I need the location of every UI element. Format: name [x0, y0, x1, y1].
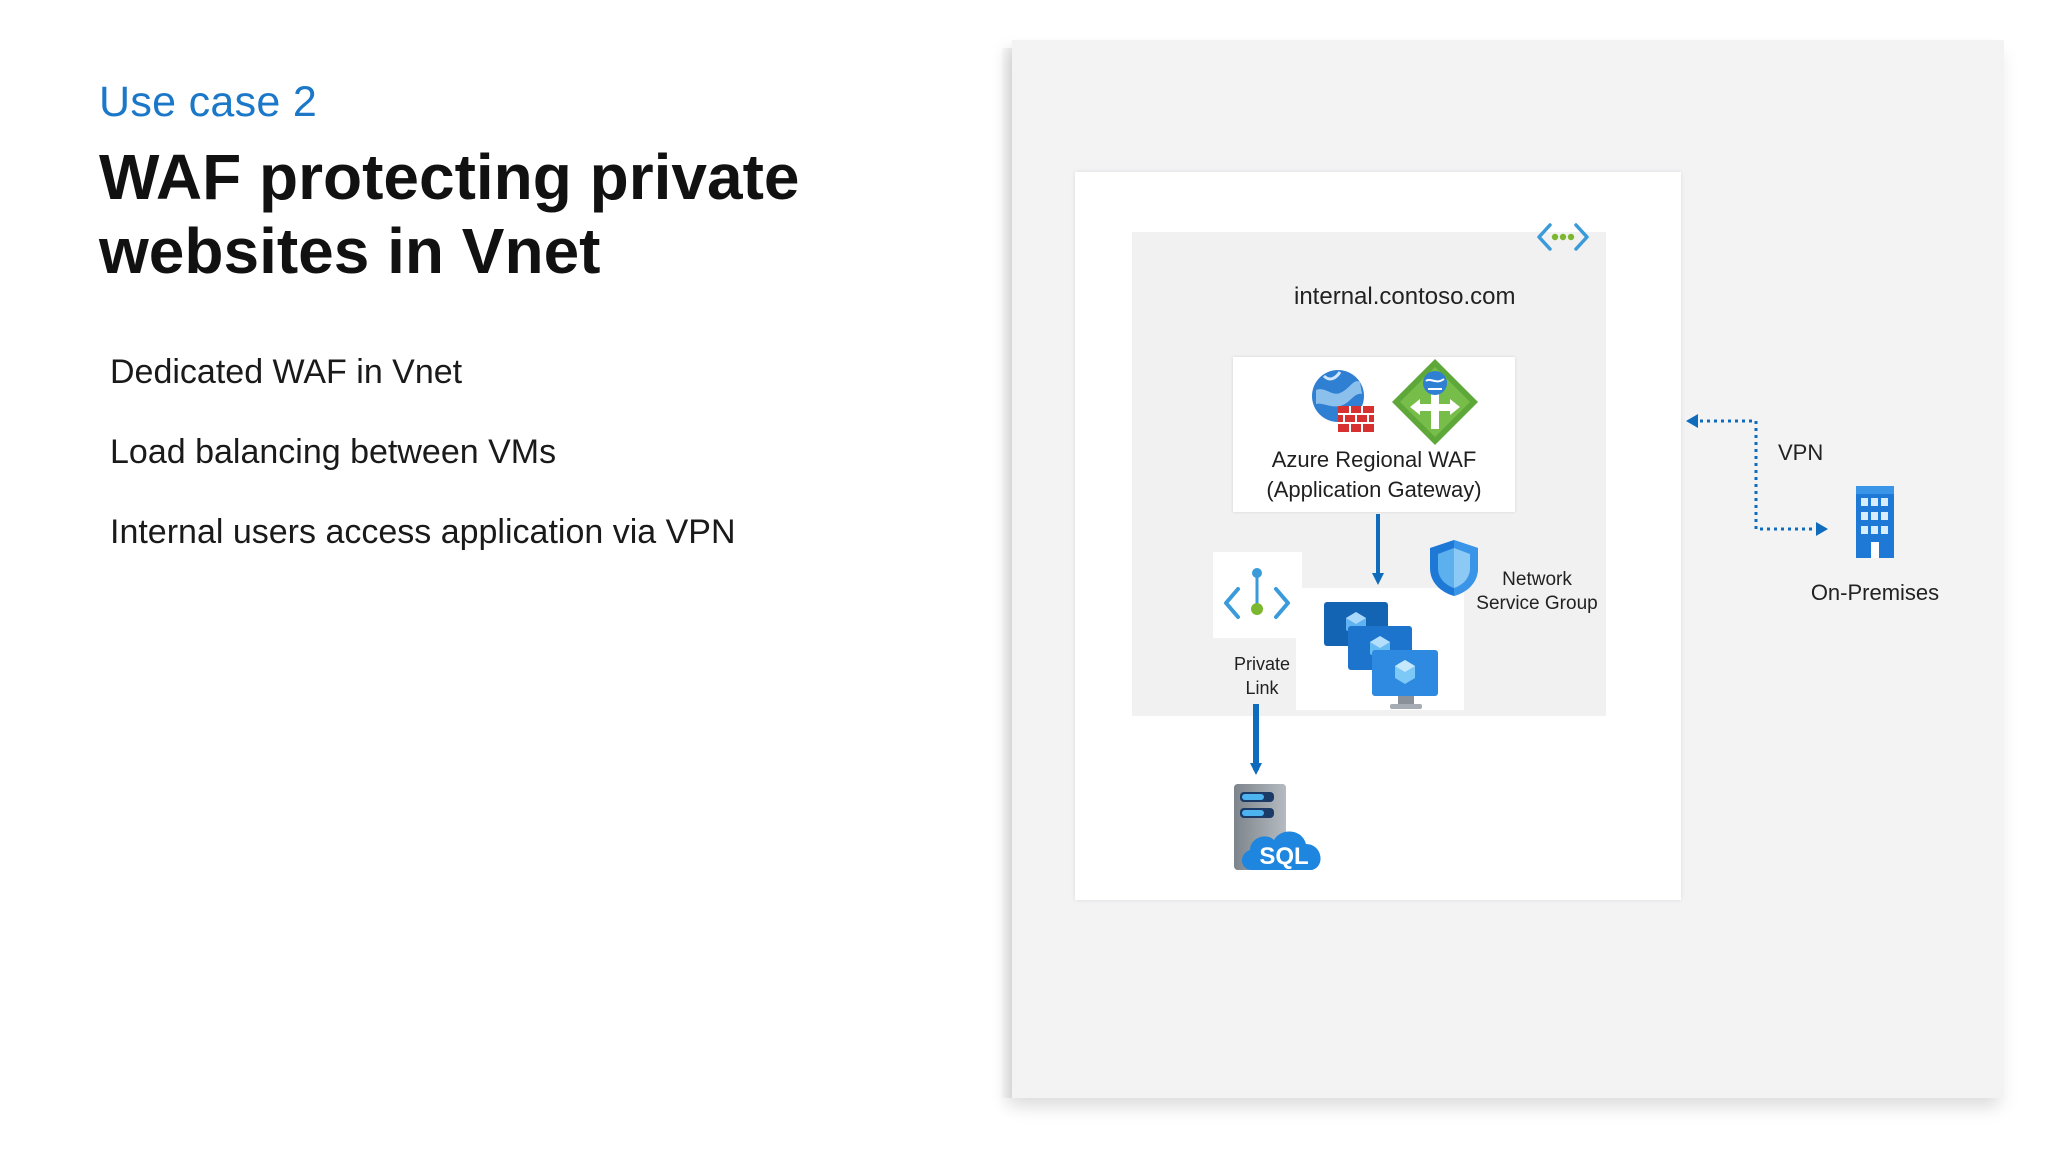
sql-text: SQL	[1259, 843, 1308, 870]
vpn-label: VPN	[1778, 440, 1824, 465]
sql-database-icon: SQL	[1234, 784, 1321, 870]
waf-label: Azure Regional WAF (Application Gateway)	[1233, 445, 1515, 505]
private-link-label: Private Link	[1212, 652, 1312, 700]
nsg-label-line1: Network	[1502, 569, 1572, 590]
nsg-label: Network Service Group	[1470, 568, 1604, 616]
use-case-label: Use case 2	[99, 78, 318, 126]
on-premises-label: On-Premises	[1810, 580, 1940, 605]
vnet-icon	[1537, 223, 1589, 251]
building-icon	[1856, 486, 1894, 558]
bullet-item: Load balancing between VMs	[110, 433, 557, 471]
bullet-item: Internal users access application via VP…	[110, 513, 736, 551]
slide-title: WAF protecting private websites in Vnet	[99, 141, 800, 287]
virtual-machines-icon	[1324, 602, 1438, 709]
web-firewall-icon	[1312, 370, 1374, 432]
waf-label-line2: (Application Gateway)	[1266, 477, 1482, 502]
nsg-label-line2: Service Group	[1476, 593, 1598, 614]
vnet-name-label: internal.contoso.com	[1294, 283, 1516, 310]
private-link-label-line2: Link	[1245, 678, 1279, 698]
private-link-icon	[1224, 568, 1290, 619]
network-security-group-icon	[1430, 540, 1478, 596]
waf-card	[1233, 357, 1515, 512]
application-gateway-icon	[1392, 359, 1478, 445]
bullet-item: Dedicated WAF in Vnet	[110, 353, 463, 391]
bullet-list: Dedicated WAF in Vnet Load balancing bet…	[110, 348, 736, 588]
waf-label-line1: Azure Regional WAF	[1271, 447, 1477, 472]
private-link-label-line1: Private	[1233, 654, 1291, 674]
